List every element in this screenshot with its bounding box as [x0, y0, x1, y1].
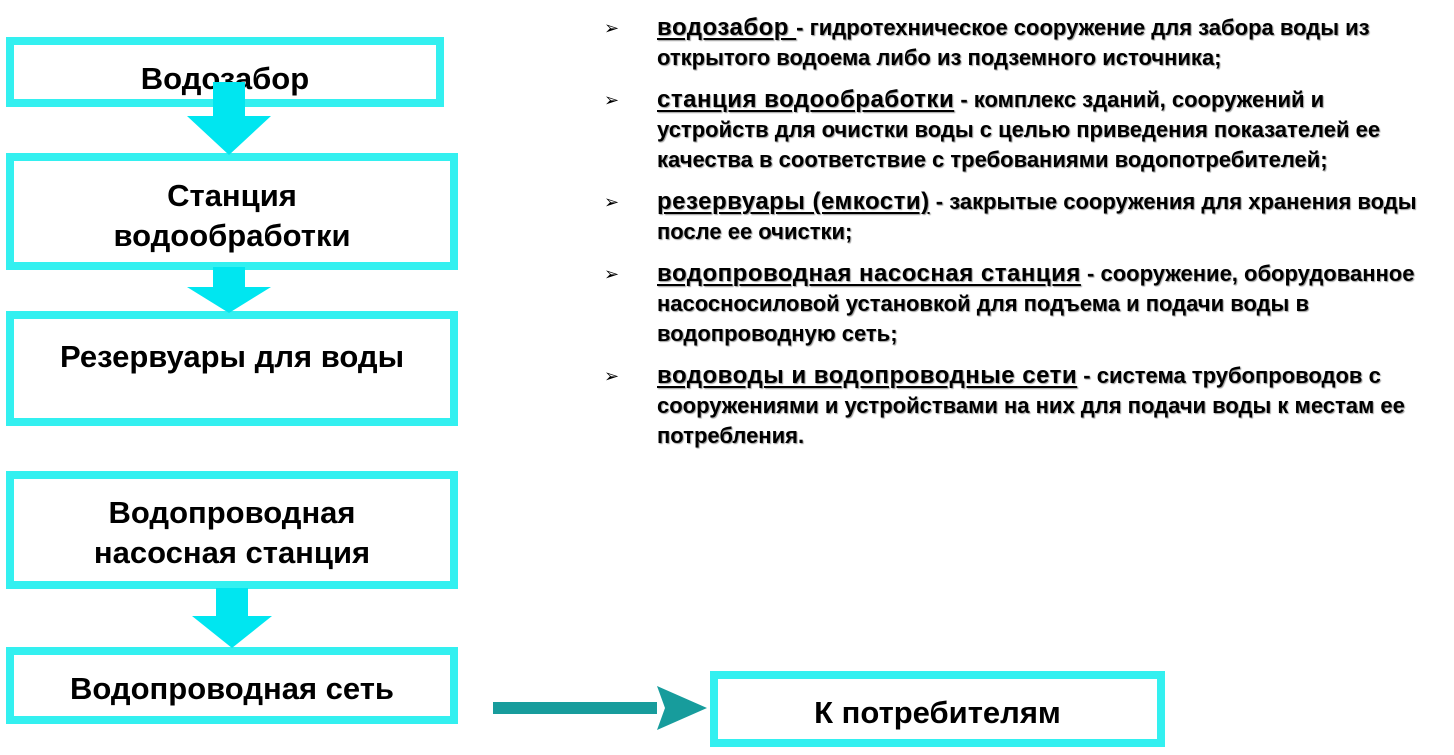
- down-arrow-2: [187, 267, 271, 313]
- box-pumping-station-line2: насосная станция: [93, 535, 371, 571]
- definition-separator: -: [1080, 261, 1101, 286]
- definition-item: ➢ станция водообработки - комплекс здани…: [600, 85, 1440, 175]
- box-water-reservoirs: Резервуары для воды: [6, 311, 458, 426]
- definition-term: водопроводная насосная станция: [657, 260, 1081, 287]
- right-arrow-to-consumers: [493, 686, 707, 730]
- box-pumping-station: Водопроводная насосная станция: [6, 471, 458, 589]
- box-water-network-label: Водопроводная сеть: [70, 671, 394, 706]
- definition-term: водозабор: [657, 14, 797, 41]
- definition-text: гидротехническое сооружение для забора в…: [657, 15, 1370, 70]
- definition-term: водоводы и водопроводные сети: [657, 362, 1078, 389]
- definition-item: ➢ водоводы и водопроводные сети - систем…: [600, 361, 1440, 451]
- definition-item: ➢ водопроводная насосная станция - соору…: [600, 259, 1440, 349]
- definition-term: резервуары (емкости): [657, 188, 930, 215]
- definitions-list: ➢ водозабор - гидротехническое сооружени…: [600, 13, 1440, 463]
- box-to-consumers: К потребителям: [710, 671, 1165, 747]
- box-to-consumers-label: К потребителям: [814, 695, 1061, 730]
- definition-item: ➢ водозабор - гидротехническое сооружени…: [600, 13, 1440, 73]
- definition-separator: -: [1077, 363, 1097, 388]
- arrow-bullet-icon: ➢: [604, 264, 620, 284]
- box-water-treatment-station: Станция водообработки: [6, 153, 458, 270]
- definition-text: комплекс зданий, сооружений и устройств …: [657, 87, 1381, 172]
- arrow-bullet-icon: ➢: [604, 366, 620, 386]
- definition-term: станция водообработки: [657, 86, 955, 113]
- definition-text: сооружение, оборудованное насосносиловой…: [657, 261, 1415, 346]
- arrow-bullet-icon: ➢: [604, 192, 620, 212]
- definition-separator: -: [796, 15, 810, 40]
- box-pumping-station-line1: Водопроводная: [108, 495, 356, 530]
- down-arrow-3: [192, 588, 272, 648]
- box-water-network: Водопроводная сеть: [6, 647, 458, 724]
- down-arrow-1: [187, 82, 271, 155]
- arrow-bullet-icon: ➢: [604, 90, 620, 110]
- box-water-reservoirs-label: Резервуары для воды: [59, 339, 405, 374]
- box-water-treatment-line2: водообработки: [113, 218, 351, 254]
- box-water-treatment-line1: Станция: [167, 178, 297, 213]
- definition-text: система трубопроводов с сооружениями и у…: [657, 363, 1405, 448]
- definition-separator: -: [929, 189, 950, 214]
- arrow-bullet-icon: ➢: [604, 18, 620, 38]
- definition-separator: -: [954, 87, 974, 112]
- definition-text: закрытые сооружения для хранения воды по…: [657, 189, 1417, 244]
- definition-item: ➢ резервуары (емкости) - закрытые сооруж…: [600, 187, 1440, 247]
